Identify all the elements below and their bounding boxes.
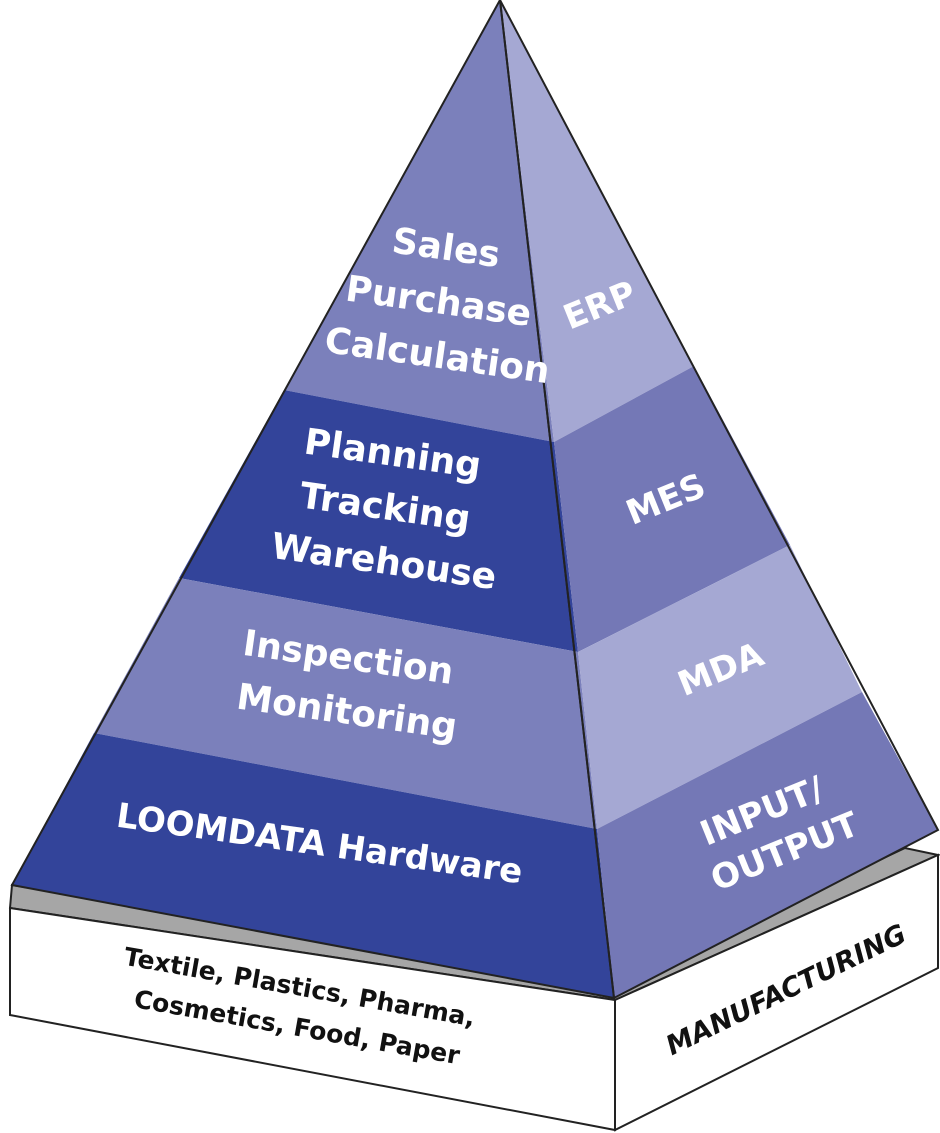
front-band-io <box>12 733 614 998</box>
base-side-face <box>614 853 939 1132</box>
side-band-io <box>597 692 938 998</box>
side-band-erp <box>500 0 694 442</box>
pyramid-front-face <box>12 0 614 998</box>
front-band-mes <box>179 390 578 652</box>
front-band-erp <box>284 0 554 442</box>
side-band-mda <box>578 545 862 829</box>
pyramid-outline <box>10 0 940 1000</box>
front-band-mda <box>94 578 597 829</box>
front-label-mes: Planning Tracking Warehouse <box>269 419 514 598</box>
